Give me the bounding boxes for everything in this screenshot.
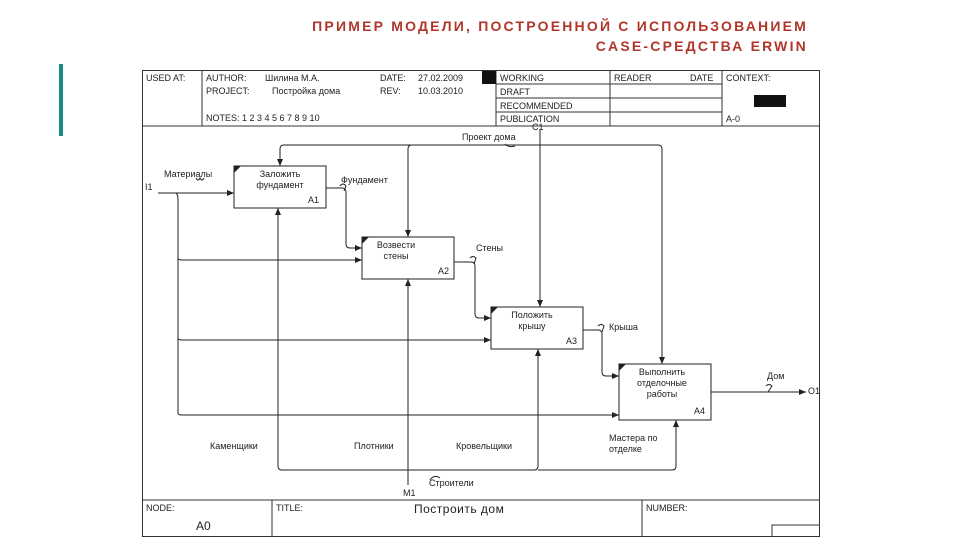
- arrow-label-builders: Строители: [429, 478, 474, 488]
- activity-a2-label: Возвести стены: [376, 240, 416, 261]
- context-thumbnail: [754, 95, 786, 107]
- label-squiggle: [765, 384, 773, 393]
- diagram-title: Построить дом: [414, 502, 505, 516]
- activity-a1-number: A1: [308, 195, 320, 205]
- node-label: NODE:: [146, 503, 175, 513]
- arrow-label-house: Дом: [767, 371, 785, 381]
- date-value: 27.02.2009: [418, 73, 464, 83]
- activity-a4-number: A4: [694, 406, 706, 416]
- slide-title-line1: ПРИМЕР МОДЕЛИ, ПОСТРОЕННОЙ С ИСПОЛЬЗОВАН…: [312, 18, 808, 34]
- status-working: WORKING: [500, 73, 544, 83]
- arrow-label-materials: Материалы: [164, 169, 213, 179]
- status-publication: PUBLICATION: [500, 114, 560, 124]
- label-squiggle: [195, 176, 205, 181]
- box-corner-mark: [619, 364, 626, 371]
- idef0-frame: [142, 70, 820, 537]
- control-project-a4: [540, 144, 665, 364]
- arrow-label-foundation: Фундамент: [341, 175, 388, 185]
- activity-a3-label: Положить крышу: [511, 310, 553, 331]
- label-squiggle: [597, 324, 605, 333]
- activity-a3-number: A3: [566, 336, 578, 346]
- accent-bar: [59, 64, 63, 136]
- activity-box-a4: [618, 363, 712, 421]
- slide-title: ПРИМЕР МОДЕЛИ, ПОСТРОЕННОЙ С ИСПОЛЬЗОВАН…: [168, 16, 808, 56]
- box-corner-mark: [491, 307, 498, 314]
- mechanism-roofers-arrow: [408, 349, 541, 471]
- mechanism-finishers-arrow: [538, 420, 679, 471]
- project-label: PROJECT:: [206, 86, 250, 96]
- label-squiggle: [339, 183, 347, 192]
- node-value: A0: [196, 519, 211, 533]
- footer-corner: [771, 524, 820, 537]
- control-project-a2: [405, 144, 413, 237]
- mechanism-masons-arrow: [275, 208, 408, 471]
- activity-a1-label: Заложить фундамент: [256, 169, 304, 190]
- title-label: TITLE:: [276, 503, 304, 513]
- arrow-label-masons: Каменщики: [210, 441, 258, 451]
- input-materials-branch-a4: [177, 338, 619, 418]
- arrow-label-roof: Крыша: [609, 322, 638, 332]
- tunnel-i1: I1: [145, 182, 153, 192]
- label-squiggle: [504, 143, 516, 148]
- box-corner-mark: [234, 166, 241, 173]
- reader-label: READER: [614, 73, 652, 83]
- control-project-a1: [277, 144, 540, 166]
- author-label: AUTHOR:: [206, 73, 247, 83]
- label-squiggle: [429, 475, 441, 481]
- activity-a2-number: A2: [438, 266, 450, 276]
- arrow-label-walls: Стены: [476, 243, 503, 253]
- arrow-label-roofers: Кровельщики: [456, 441, 512, 451]
- project-value: Постройка дома: [272, 86, 341, 96]
- used-at-label: USED AT:: [146, 73, 186, 83]
- number-label: NUMBER:: [646, 503, 688, 513]
- rev-label: REV:: [380, 86, 401, 96]
- rev-value: 10.03.2010: [418, 86, 464, 96]
- working-marker: [482, 71, 496, 84]
- tunnel-o1: O1: [808, 386, 821, 396]
- output-foundation-arrow: [326, 187, 362, 251]
- tunnel-m1: M1: [403, 488, 416, 498]
- arrow-label-project: Проект дома: [462, 132, 516, 142]
- arrow-label-finishers: Мастера по отделке: [609, 433, 658, 454]
- label-squiggle: [469, 256, 477, 265]
- arrow-label-carpenters: Плотники: [354, 441, 394, 451]
- date-label: DATE:: [380, 73, 406, 83]
- context-node: A-0: [726, 114, 741, 124]
- slide-title-line2: CASE-СРЕДСТВА ERWIN: [595, 38, 808, 54]
- author-value: Шилина М.А.: [265, 73, 320, 83]
- notes-label: NOTES: 1 2 3 4 5 6 7 8 9 10: [206, 113, 320, 123]
- output-walls-arrow: [454, 261, 491, 321]
- context-label: CONTEXT:: [726, 73, 771, 83]
- tunnel-c1: C1: [532, 122, 544, 132]
- output-roof-arrow: [583, 329, 619, 379]
- status-recommended: RECOMMENDED: [500, 101, 573, 111]
- activity-a4-label: Выполнить отделочные работы: [637, 367, 687, 399]
- status-draft: DRAFT: [500, 87, 530, 97]
- box-corner-mark: [362, 237, 369, 244]
- reader-date-label: DATE: [690, 73, 714, 83]
